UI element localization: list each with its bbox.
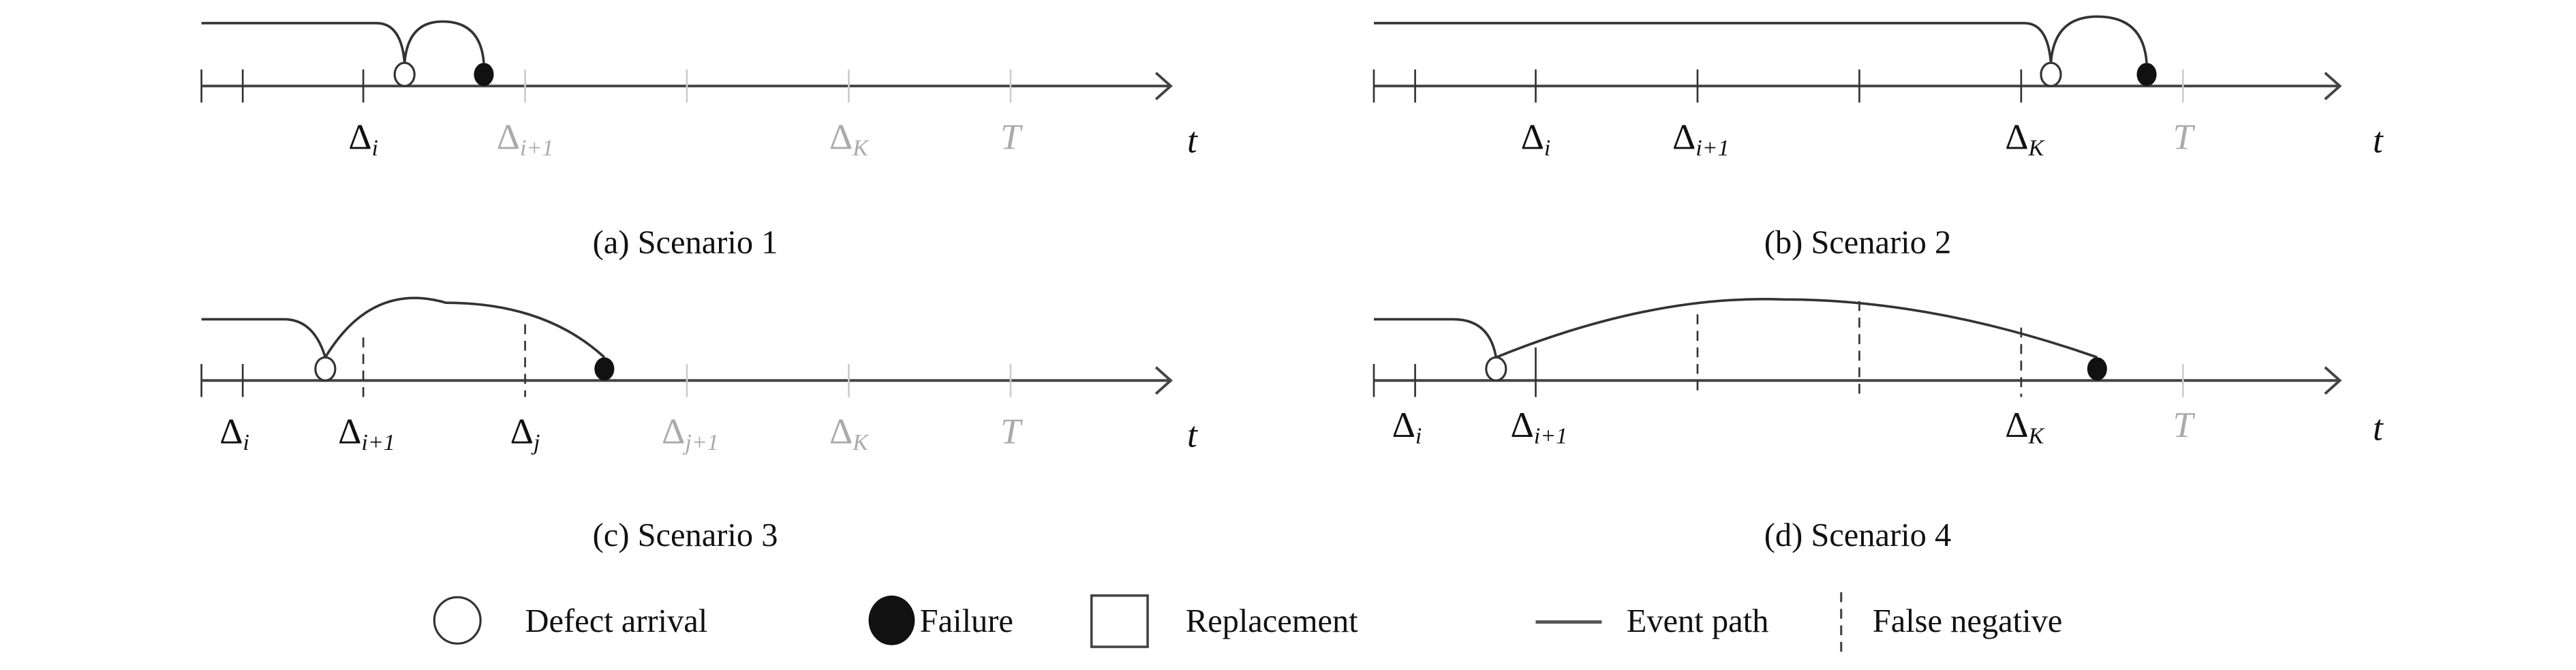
panel-c: Δi Δi+1 Δj Δj+1 ΔK T t (c) Scenario 3: [200, 296, 1198, 553]
panel-d: Δi Δi+1 ΔK T t (d) Scenario 4: [1373, 298, 2384, 553]
panel-caption: (c) Scenario 3: [593, 517, 778, 553]
event-path: [201, 20, 485, 63]
tick-label: Δi: [348, 116, 378, 161]
event-path: [1373, 15, 2148, 63]
tick-label: T: [1000, 410, 1023, 451]
legend-event-path: Event path: [1627, 603, 1769, 639]
tick-label: Δi: [219, 410, 249, 455]
replacement-icon: [1090, 594, 1149, 648]
tick-label: ΔK: [829, 410, 870, 455]
tick-label: ΔK: [829, 116, 870, 161]
panel-a: Δi Δi+1 ΔK T t (a) Scenario 1: [200, 20, 1198, 260]
axis-arrow-icon: [2324, 366, 2342, 395]
tick-label: Δi+1: [338, 410, 395, 455]
failure-marker: [594, 357, 615, 381]
defect-arrival-marker: [314, 356, 337, 382]
tick-label: ΔK: [2005, 116, 2045, 161]
tick-label: Δi+1: [497, 116, 554, 161]
failure-marker: [2136, 63, 2157, 87]
legend-defect-arrival: Defect arrival: [525, 603, 708, 639]
axis-label: t: [1187, 414, 1198, 455]
event-path: [201, 296, 606, 361]
tick-label: Δi+1: [1672, 116, 1730, 161]
tick-label: Δi: [1521, 116, 1551, 161]
tick-label: T: [2173, 116, 2195, 157]
legend: Defect arrival Failure Replacement Event…: [433, 592, 2063, 652]
tick-label: T: [1000, 116, 1023, 157]
failure-marker: [474, 63, 494, 87]
tick-label: Δi: [1392, 404, 1422, 449]
axis-arrow-icon: [1154, 366, 1173, 395]
defect-arrival-marker: [2040, 61, 2062, 87]
tick-label: Δj+1: [662, 410, 719, 455]
axis-arrow-icon: [1154, 72, 1173, 101]
tick-label: T: [2173, 404, 2195, 445]
defect-arrival-icon: [433, 596, 482, 645]
legend-false-negative: False negative: [1873, 603, 2063, 639]
event-path: [1373, 298, 2098, 359]
axis-label: t: [1187, 119, 1198, 160]
axis-label: t: [2373, 408, 2384, 448]
axis-arrow-icon: [2324, 72, 2342, 101]
failure-icon: [868, 595, 915, 645]
legend-replacement: Replacement: [1186, 603, 1358, 639]
tick-label: Δj: [510, 410, 540, 455]
axis-label: t: [2373, 119, 2384, 160]
defect-arrival-marker: [393, 61, 416, 87]
panel-b: Δi Δi+1 ΔK T t (b) Scenario 2: [1373, 15, 2384, 260]
panel-caption: (b) Scenario 2: [1764, 224, 1952, 260]
tick-label: Δi+1: [1511, 404, 1568, 449]
legend-failure: Failure: [920, 603, 1013, 639]
panel-caption: (d) Scenario 4: [1764, 517, 1952, 553]
failure-marker: [2087, 357, 2107, 381]
tick-label: ΔK: [2005, 404, 2045, 449]
panel-caption: (a) Scenario 1: [593, 224, 778, 260]
defect-arrival-marker: [1485, 356, 1507, 382]
